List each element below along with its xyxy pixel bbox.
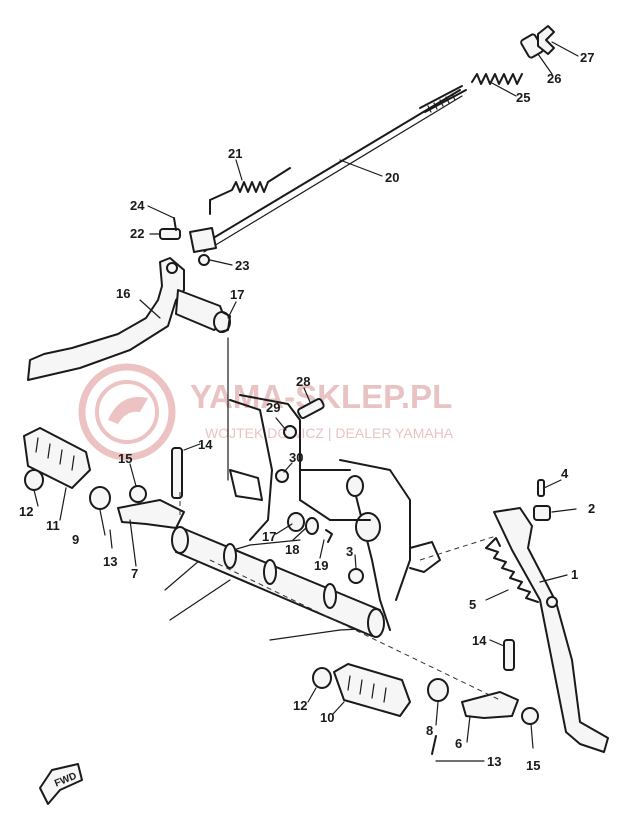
callout-15-upper: 15 [118, 451, 132, 466]
callout-30: 30 [289, 450, 303, 465]
left-footrest [23, 427, 185, 529]
wing-nut [537, 25, 555, 55]
leader-lines [33, 41, 579, 762]
callout-25: 25 [516, 90, 530, 105]
callout-19: 19 [314, 558, 328, 573]
callout-14-lower: 14 [472, 633, 487, 648]
callout-1: 1 [571, 567, 578, 582]
clevis-pin [159, 228, 181, 240]
callout-9: 9 [72, 532, 79, 547]
callout-23: 23 [235, 258, 249, 273]
callout-20: 20 [385, 170, 399, 185]
callout-24: 24 [130, 198, 145, 213]
center-fasteners [275, 398, 364, 584]
fwd-arrow-marker: FWD [39, 763, 83, 805]
callout-2: 2 [588, 501, 595, 516]
brake-pedal [27, 257, 231, 481]
right-footrest [312, 639, 539, 755]
callout-12-right: 12 [293, 698, 307, 713]
callout-28: 28 [296, 374, 310, 389]
spring-9-left [89, 486, 111, 510]
callout-29: 29 [266, 400, 280, 415]
nut-3 [348, 568, 364, 584]
callout-13-left: 13 [103, 554, 117, 569]
callout-6: 6 [455, 736, 462, 751]
callout-7: 7 [131, 566, 138, 581]
stand-spring [485, 547, 539, 603]
callout-14-upper: 14 [198, 437, 213, 452]
stand-bolt [533, 505, 551, 521]
callout-4: 4 [561, 466, 569, 481]
bolt-14-upper [171, 447, 183, 499]
footrest-shaft [171, 526, 385, 638]
callout-10: 10 [320, 710, 334, 725]
bolt-14-lower [503, 639, 515, 671]
callout-26: 26 [547, 71, 561, 86]
watermark-subtitle: WOJTEK DOWICZ | DEALER YAMAHA [205, 425, 454, 441]
brake-rod-assembly [159, 25, 555, 266]
side-stand [485, 479, 609, 753]
callout-3: 3 [346, 544, 353, 559]
brake-rod [199, 89, 461, 247]
callout-27: 27 [580, 50, 594, 65]
callout-5: 5 [469, 597, 476, 612]
return-spring [209, 167, 291, 201]
washer-12-right [312, 667, 332, 689]
callout-11: 11 [46, 518, 60, 533]
alignment-lines [179, 492, 501, 701]
callout-18: 18 [285, 542, 299, 557]
callout-21: 21 [228, 146, 242, 161]
brake-rod-spring [471, 73, 523, 85]
callout-labels: 1 2 3 4 5 6 7 8 9 10 11 12 12 13 13 14 1… [19, 50, 595, 773]
watermark-logo [78, 363, 176, 461]
callout-17-lower: 17 [262, 529, 276, 544]
callout-22: 22 [130, 226, 144, 241]
callout-13-right: 13 [487, 754, 501, 769]
frame-section [164, 394, 441, 641]
spring-8 [427, 678, 449, 702]
callout-12-left: 12 [19, 504, 33, 519]
callout-15-lower: 15 [526, 758, 540, 773]
callout-17-upper: 17 [230, 287, 244, 302]
bolt-28 [297, 398, 325, 419]
washer-12-left [24, 469, 44, 491]
callout-8: 8 [426, 723, 433, 738]
callout-16: 16 [116, 286, 130, 301]
